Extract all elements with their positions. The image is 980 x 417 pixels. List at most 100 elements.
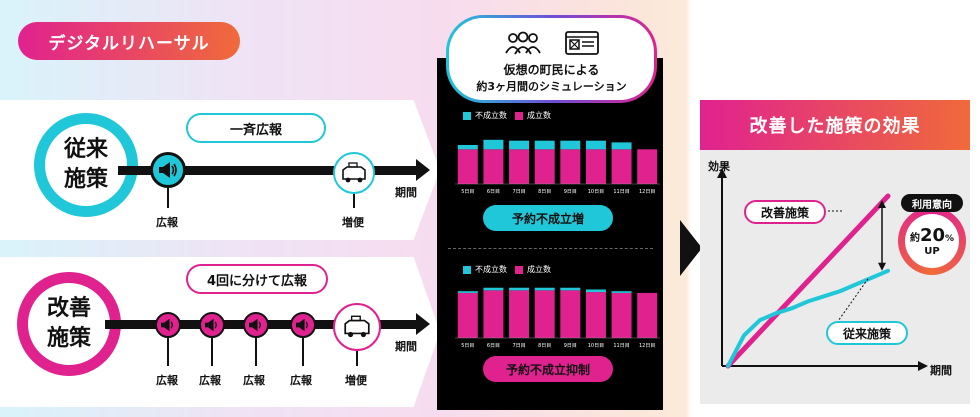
traditional-axis-label: 期間 bbox=[395, 186, 417, 199]
event-stem bbox=[211, 338, 213, 366]
event-label: 広報 bbox=[156, 216, 178, 229]
bar-met bbox=[483, 290, 504, 338]
top-result-pill: 予約不成立増 bbox=[483, 205, 613, 231]
bar-unmet bbox=[457, 291, 478, 293]
improved-timeline-arrow bbox=[416, 313, 430, 335]
improved-pill: 4回に分けて広報 bbox=[186, 264, 328, 294]
bar-unmet bbox=[483, 287, 504, 291]
tick-label: 10日目 bbox=[588, 189, 604, 195]
improved-axis-label: 期間 bbox=[395, 340, 417, 353]
bar-met bbox=[509, 290, 530, 338]
event-label: 増便 bbox=[342, 216, 364, 229]
tick-label: 8日目 bbox=[538, 189, 551, 195]
bar-met bbox=[457, 292, 478, 338]
simulation-line2: 約3ヶ月間のシミュレーション bbox=[476, 80, 627, 93]
bar-met bbox=[560, 290, 581, 338]
x-axis-label: 期間 bbox=[930, 364, 952, 377]
event-label: 広報 bbox=[290, 374, 312, 387]
bar-unmet bbox=[509, 140, 530, 150]
bar-unmet bbox=[611, 142, 632, 150]
event-stem bbox=[302, 338, 304, 366]
bar-met bbox=[637, 149, 658, 184]
event-stem bbox=[353, 194, 355, 208]
flow-arrow bbox=[680, 220, 702, 276]
bar-unmet bbox=[611, 291, 632, 293]
bar-chart-top: 5日目 6日目 7日目 8日目 9日目 10日目 11日目 12日目 bbox=[455, 139, 660, 195]
bar-unmet bbox=[585, 140, 606, 150]
tick-label: 12日目 bbox=[639, 189, 655, 195]
tick-label: 6日目 bbox=[487, 189, 500, 195]
taxi-icon bbox=[333, 152, 375, 194]
legend-swatch-unmet bbox=[463, 265, 471, 274]
bar-met bbox=[457, 149, 478, 184]
page-title: デジタルリハーサル bbox=[18, 22, 240, 60]
simulation-panel bbox=[437, 58, 663, 410]
tick-label: 7日目 bbox=[512, 343, 525, 349]
event-label: 広報 bbox=[243, 374, 265, 387]
tick-label: 7日目 bbox=[512, 189, 525, 195]
legend-swatch-unmet bbox=[463, 111, 471, 120]
bottom-result-pill: 予約不成立抑制 bbox=[483, 356, 613, 382]
tick-label: 12日目 bbox=[639, 343, 655, 349]
tick-label: 5日目 bbox=[461, 189, 474, 195]
tick-label: 8日目 bbox=[538, 343, 551, 349]
taxi-icon bbox=[333, 303, 381, 351]
y-axis-arrow bbox=[717, 168, 727, 178]
tick-label: 9日目 bbox=[564, 189, 577, 195]
badge-top-label: 利用意向 bbox=[901, 194, 963, 212]
speaker-icon bbox=[243, 312, 269, 338]
bar-unmet bbox=[457, 145, 478, 150]
speaker-icon bbox=[290, 312, 316, 338]
people-icon bbox=[504, 31, 541, 55]
improved-series-label: 改善施策 bbox=[744, 200, 826, 224]
bar-unmet bbox=[585, 289, 606, 293]
traditional-label: 従来 施策 bbox=[34, 113, 138, 217]
tick-label: 11日目 bbox=[613, 343, 629, 349]
bar-met bbox=[560, 149, 581, 184]
traditional-pill: 一斉広報 bbox=[186, 113, 326, 143]
bar-met bbox=[585, 292, 606, 338]
chart-legend: 不成立数 成立数 bbox=[463, 264, 551, 275]
bar-unmet bbox=[534, 140, 555, 150]
effect-line-chart bbox=[717, 168, 928, 371]
legend-swatch-met bbox=[515, 265, 523, 274]
tick-label: 9日目 bbox=[564, 343, 577, 349]
event-label: 増便 bbox=[345, 374, 367, 387]
tick-label: 6日目 bbox=[487, 343, 500, 349]
bar-met bbox=[534, 149, 555, 184]
uplift-badge-inner: 約 20 % UP bbox=[905, 214, 959, 268]
event-label: 広報 bbox=[156, 374, 178, 387]
uplift-badge: 約 20 % UP bbox=[898, 207, 966, 275]
bar-met bbox=[483, 149, 504, 184]
panel-divider bbox=[448, 248, 653, 249]
speaker-icon bbox=[155, 312, 181, 338]
bar-met bbox=[611, 292, 632, 338]
series-improved bbox=[725, 193, 891, 369]
y-axis-label: 効果 bbox=[708, 160, 730, 173]
tick-label: 11日目 bbox=[613, 189, 629, 195]
bar-met bbox=[637, 292, 658, 338]
leader-line bbox=[833, 278, 869, 328]
event-stem bbox=[167, 188, 169, 208]
bar-unmet bbox=[534, 287, 555, 291]
event-stem bbox=[255, 338, 257, 366]
speaker-icon bbox=[199, 312, 225, 338]
chart-legend: 不成立数 成立数 bbox=[463, 110, 551, 121]
series-traditional bbox=[726, 268, 890, 368]
x-axis-arrow bbox=[918, 361, 928, 371]
bar-met bbox=[585, 149, 606, 184]
event-stem bbox=[167, 338, 169, 366]
simulation-line1: 仮想の町民による bbox=[503, 63, 600, 77]
bar-unmet bbox=[483, 139, 504, 150]
bar-met bbox=[611, 149, 632, 184]
gap-arrow-top bbox=[878, 200, 886, 208]
event-stem bbox=[356, 351, 358, 366]
gap-arrow-bottom bbox=[878, 262, 886, 271]
bar-unmet bbox=[560, 140, 581, 150]
speaker-icon bbox=[150, 152, 186, 188]
tick-label: 10日目 bbox=[588, 343, 604, 349]
bar-met bbox=[509, 149, 530, 184]
effect-title: 改善した施策の効果 bbox=[700, 100, 970, 150]
event-label: 広報 bbox=[199, 374, 221, 387]
